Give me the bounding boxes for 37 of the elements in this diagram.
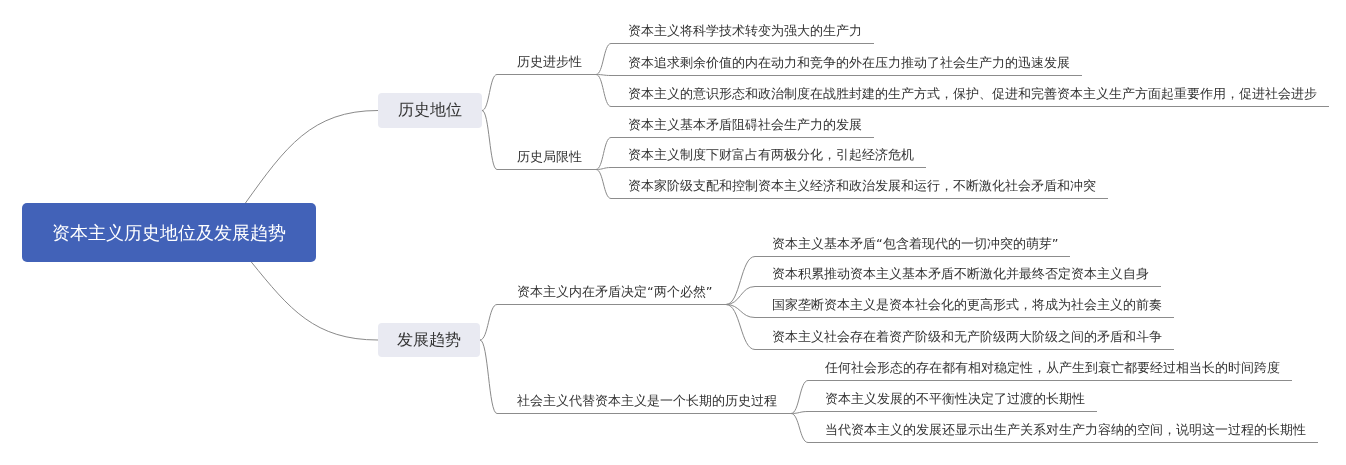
detail-label: 资本家阶级支配和控制资本主义经济和政治发展和运行，不断激化社会矛盾和冲突 [611,177,1108,199]
detail-label: 资本主义基本矛盾阻碍社会生产力的发展 [611,116,874,138]
connector-line [479,339,498,414]
connector-line [595,74,612,107]
connector-line [595,74,612,76]
detail-label: 资本积累推动资本主义基本矛盾不断激化并最终否定资本主义自身 [755,265,1161,287]
branch-topic-box: 发展趋势 [378,323,480,357]
connector-line [250,261,379,341]
connector-line [790,413,809,443]
connector-line [595,43,612,75]
connector-line [481,74,498,111]
detail-label: 资本主义将科学技术转变为强大的生产力 [611,22,874,44]
subtopic-label: 历史进步性 [497,53,596,75]
detail-label: 资本主义发展的不平衡性决定了过渡的长期性 [808,390,1097,412]
connector-line [595,167,612,170]
connector-line [481,110,498,170]
detail-label: 资本主义的意识形态和政治制度在战胜封建的生产方式，保护、促进和完善资本主义生产方面起重要作用，促进社会进步 [611,85,1329,107]
connector-line [595,137,612,170]
subtopic-label: 历史局限性 [497,148,596,170]
connector-line [725,286,756,305]
connector-line [725,304,756,350]
branch-topic-box: 历史地位 [378,93,482,128]
subtopic-label: 社会主义代替资本主义是一个长期的历史过程 [497,392,791,414]
detail-label: 资本追求剩余价值的内在动力和竞争的外在压力推动了社会生产力的迅速发展 [611,54,1082,76]
connector-line [244,110,379,204]
detail-label: 当代资本主义的发展还显示出生产关系对生产力容纳的空间，说明这一过程的长期性 [808,421,1318,443]
connector-line [479,304,498,341]
detail-label: 任何社会形态的存在都有相对稳定性，从产生到衰亡都要经过相当长的时间跨度 [808,359,1292,381]
central-topic-box: 资本主义历史地位及发展趋势 [22,203,316,262]
connector-line [790,380,809,414]
connector-line [595,169,612,199]
detail-label: 国家垄断资本主义是资本社会化的更高形式，将成为社会主义的前奏 [755,296,1174,318]
detail-label: 资本主义制度下财富占有两极分化，引起经济危机 [611,146,926,168]
connector-line [790,411,809,414]
detail-label: 资本主义基本矛盾“包含着现代的一切冲突的萌芽” [755,235,1071,257]
detail-label: 资本主义社会存在着资产阶级和无产阶级两大阶级之间的矛盾和斗争 [755,328,1174,350]
subtopic-label: 资本主义内在矛盾决定“两个必然” [497,283,727,305]
